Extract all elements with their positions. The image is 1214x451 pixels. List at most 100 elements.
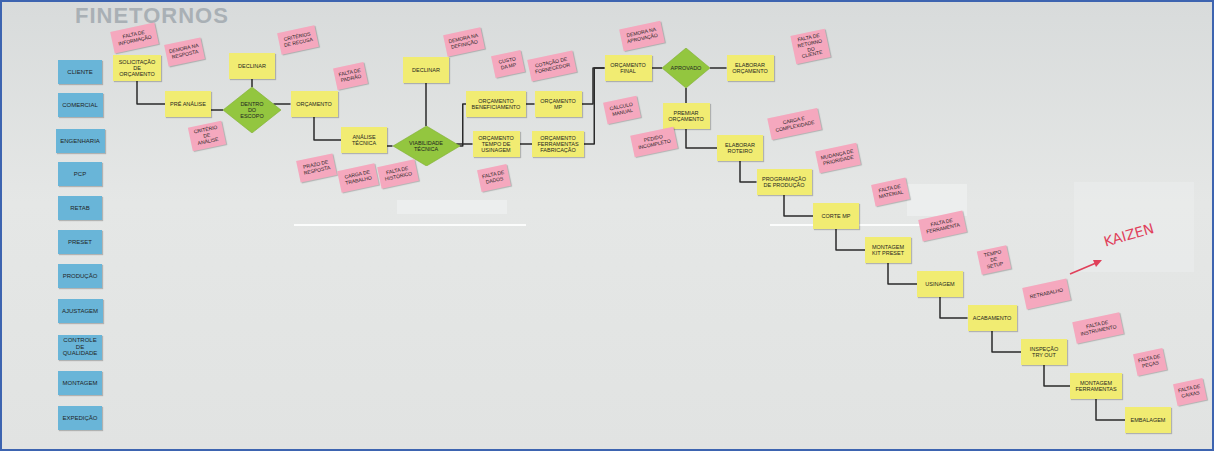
node-text: PREMIAR ORÇAMENTO [666,110,707,123]
flow-connector [1096,399,1125,420]
node-text: CLIENTE [60,69,100,76]
issue-note: DEMORA NA RESPOSTA [164,37,205,66]
process-note: PREMIAR ORÇAMENTO [663,103,710,129]
process-note: PROGRAMAÇÃO DE PRODUÇÃO [757,169,812,195]
process-note: ORÇAMENTO FERRAMENTAS FABRICAÇÃO [532,131,584,157]
node-text: VIABILIDADE TÉCNICA [407,140,446,153]
node-text: COTAÇÃO DE FORNECEDOR [531,56,573,76]
node-text: COMERCIAL [60,102,101,109]
node-text: TEMPO DE SETUP [980,249,1007,271]
node-text: ORÇAMENTO FERRAMENTAS FABRICAÇÃO [535,135,581,154]
process-note: MONTAGEM FERRAMENTAS [1070,373,1122,399]
kaizen-arrowhead [1093,260,1102,267]
node-text: CRITÉRIO DE ANÁLISE [192,125,223,148]
flow-connector [992,331,1021,352]
lane-label: PRODUÇÃO [58,264,102,288]
node-text: DEMORA NA DEFINIÇÃO [447,33,481,51]
lane-label: CLIENTE [58,60,102,84]
issue-note: FALTA DE MATERIAL [871,178,910,207]
node-text: PRODUÇÃO [60,273,100,280]
process-note: ELABORAR ORÇAMENTO [727,55,774,81]
issue-note: FALTA DE INSTRUMENTO [1072,312,1124,343]
issue-note: RETRABALHO [1022,279,1071,310]
node-text: CONTROLE DE QUALIDADE [60,337,100,358]
issue-note: FALTA DE PADRÃO [333,62,368,90]
node-text: DECLINAR [232,63,272,69]
issue-note: CRITÉRIOS DE RECUSA [277,25,319,54]
node-text: FALTA DE INSTRUMENTO [1076,318,1119,338]
flow-connector [836,229,865,250]
node-text: ELABORAR ROTEIRO [720,142,760,155]
node-text: ELABORAR ORÇAMENTO [730,62,771,75]
node-text: CORTE MP [816,213,856,219]
process-note: INSPEÇÃO TRY OUT [1021,339,1067,365]
flow-connector [652,67,663,69]
process-note: CORTE MP [813,203,859,229]
node-text: PRÉ ANÁLISE [168,101,208,107]
node-text: CÁLCULO MANUAL [607,101,637,118]
node-text: FALTA DE RETORNO DO CLIENTE [793,32,826,61]
node-text: ORÇAMENTO BENEFICIAMENTO [469,98,523,111]
issue-note: FALTA DE RETORNO DO CLIENTE [790,28,830,64]
issue-note: FALTA DE DADOS [477,164,511,192]
flow-connector [888,263,917,284]
node-text: USINAGEM [920,281,960,287]
process-note: SOLICITAÇÃO DE ORÇAMENTO [113,55,161,81]
process-note: ORÇAMENTO MP [535,91,582,117]
process-note: USINAGEM [917,271,963,297]
diamond-outline [223,87,281,133]
node-text: SOLICITAÇÃO DE ORÇAMENTO [116,59,158,78]
node-text: ACABAMENTO [971,315,1014,321]
issue-note: FALTA DE HISTÓRICO [377,159,419,188]
process-note: DECLINAR [229,53,275,79]
node-text: MONTAGEM KIT PRESET [868,244,908,257]
process-note: ORÇAMENTO TEMPO DE USINAGEM [473,131,520,157]
flow-connector [710,67,727,69]
flow-connector [425,83,427,126]
process-note: PRÉ ANÁLISE [165,91,211,117]
node-text: CUSTO DA MP [495,56,521,72]
process-note: MONTAGEM KIT PRESET [865,237,911,263]
process-note: EMBALAGEM [1125,407,1171,433]
issue-note: CARGA E COMPLEXIDADE [767,108,821,140]
decision-diamond: VIABILIDADE TÉCNICA [393,126,460,166]
node-text: RETAB [60,205,100,212]
process-note: ACABAMENTO [968,305,1017,331]
node-text: AJUSTAGEM [60,308,101,315]
node-text: PROGRAMAÇÃO DE PRODUÇÃO [760,176,809,189]
flow-connector [273,103,290,105]
lane-label: COMERCIAL [58,93,103,117]
issue-note: MUDANÇA DE PRIORIDADE [815,143,861,173]
node-text: CRITÉRIOS DE RECUSA [281,31,315,49]
node-text: PCP [60,171,100,178]
lane-label: AJUSTAGEM [58,299,103,323]
node-text: FALTA DE PADRÃO [337,68,364,84]
node-text: EMBALAGEM [1128,417,1168,423]
lane-label: EXPEDIÇÃO [58,406,102,430]
node-text: PEDIDO INCOMPLETO [634,132,674,151]
node-text: CARGA E COMPLEXIDADE [771,114,817,135]
node-text: EXPEDIÇÃO [60,415,100,422]
issue-note: PRAZO DE RESPOSTA [296,153,337,182]
node-text: MONTAGEM [60,380,100,387]
flow-connector [251,79,253,87]
flow-connector [685,88,687,103]
issue-note: PEDIDO INCOMPLETO [630,127,678,158]
flow-connector [584,68,605,144]
flow-connector [137,81,165,104]
process-note: DECLINAR [403,57,449,83]
node-text: FALTA DE PEÇAS [1137,354,1163,370]
node-text: MUDANÇA DE PRIORIDADE [819,149,857,168]
flow-connector [526,103,535,105]
issue-note: CRITÉRIO DE ANÁLISE [188,121,226,152]
process-note: ORÇAMENTO [291,91,338,117]
diamond-text-area: APROVADO [669,65,704,71]
process-note: ANÁLISE TÉCNICA [341,127,387,153]
lane-label: MONTAGEM [58,371,102,395]
issue-note: TEMPO DE SETUP [977,245,1011,275]
flow-connector [1044,365,1070,386]
issue-note: COTAÇÃO DE FORNECEDOR [527,50,577,81]
node-text: DEMORA NA APROVAÇÃO [623,27,661,46]
flow-connector [314,117,341,140]
